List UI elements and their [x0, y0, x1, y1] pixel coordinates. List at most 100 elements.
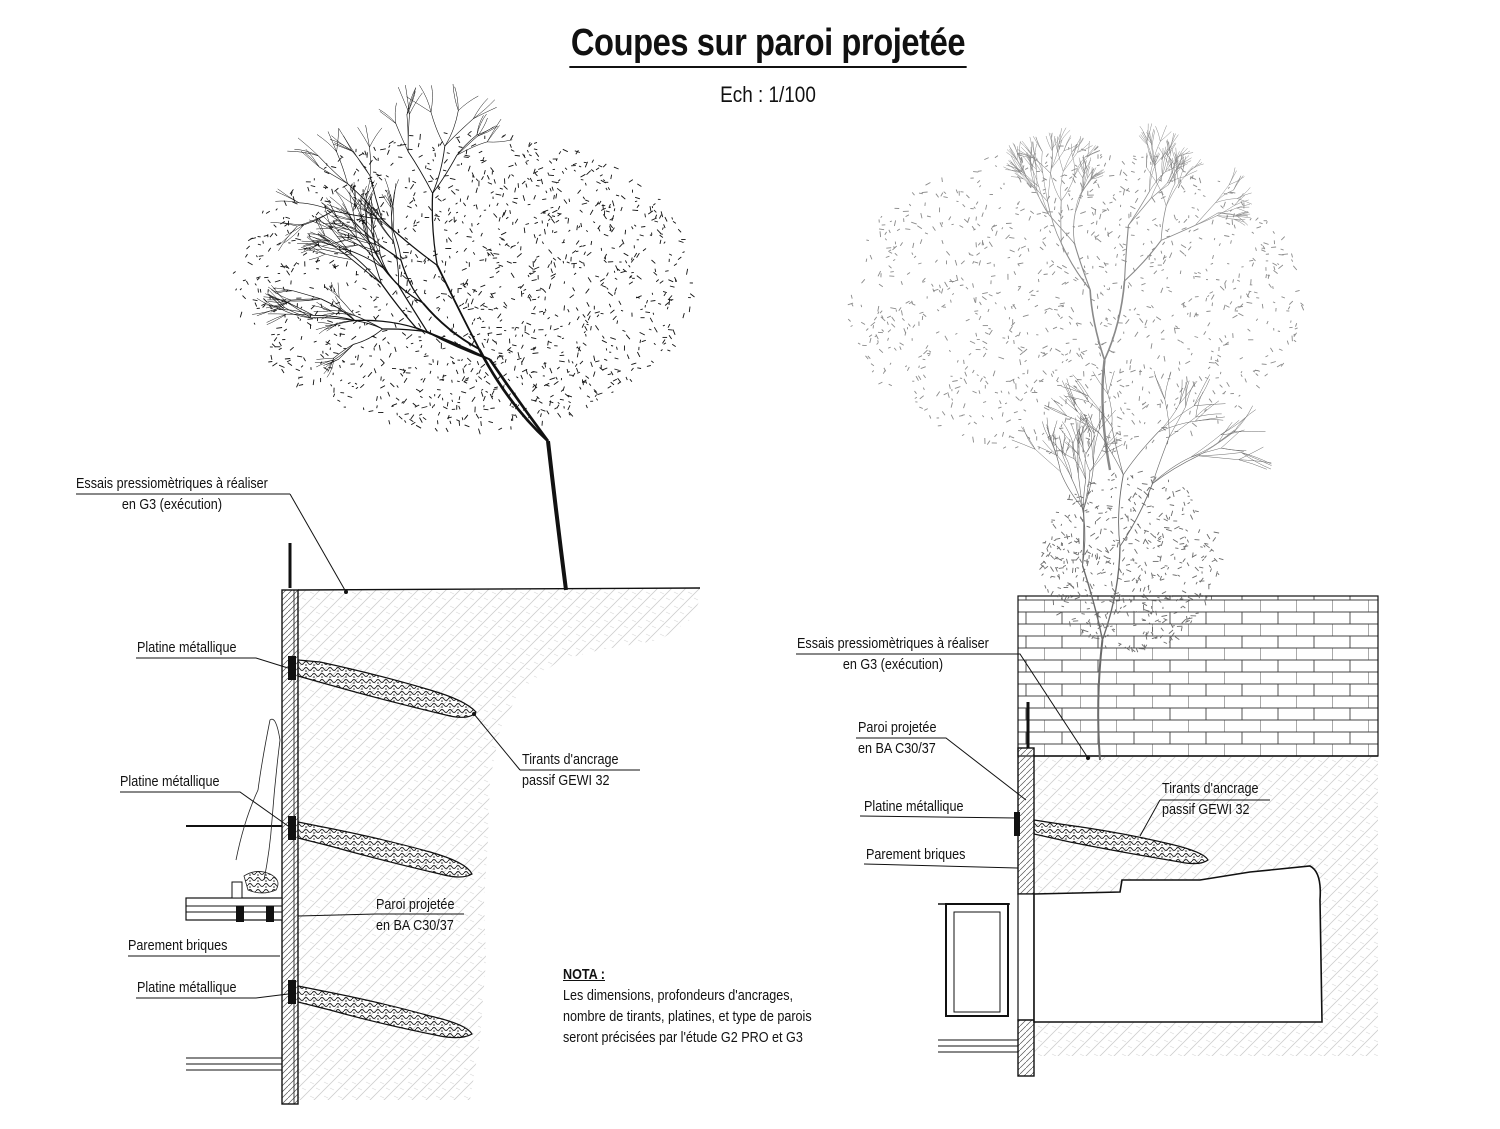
tree-leaf [1060, 531, 1066, 536]
tree-leaf [489, 276, 494, 279]
right-platine-label: Platine métallique [864, 798, 964, 815]
tree-leaf [663, 224, 666, 229]
tree-leaf [1090, 532, 1096, 537]
tree-leaf [1089, 583, 1093, 590]
tree-leaf [1118, 643, 1122, 647]
tree-branch [317, 244, 348, 251]
tree-leaf [963, 403, 966, 409]
tree-branch [1093, 169, 1105, 177]
tree-leaf [1175, 325, 1179, 328]
left-plate-1 [288, 656, 296, 680]
tree-leaf [1047, 401, 1050, 408]
tree-branch [291, 298, 321, 301]
tree-leaf [1300, 304, 1305, 311]
tree-leaf [468, 363, 471, 365]
tree-leaf [375, 249, 381, 254]
tree-leaf [982, 340, 988, 345]
tree-leaf [1280, 362, 1285, 367]
tree-leaf [450, 190, 456, 195]
tree-leaf [242, 295, 247, 300]
tree-leaf [1161, 190, 1164, 196]
tree-leaf [1161, 486, 1166, 490]
tree-leaf [1227, 186, 1230, 189]
tree-leaf [1064, 353, 1069, 356]
tree-leaf [546, 410, 550, 415]
left-parement-label: Parement briques [128, 937, 228, 954]
tree-branch [1103, 280, 1126, 361]
right-parement-label: Parement briques [866, 846, 966, 863]
tree-leaf [537, 409, 540, 414]
tree-leaf [1090, 602, 1094, 604]
tree-leaf [398, 230, 400, 233]
tree-leaf [301, 224, 304, 227]
tree-leaf [550, 275, 556, 280]
tree-leaf [948, 216, 952, 221]
tree-leaf [465, 149, 468, 155]
tree-branch [456, 141, 488, 156]
tree-leaf [368, 201, 371, 204]
tree-leaf [1094, 343, 1098, 346]
tree-leaf [1110, 487, 1114, 491]
tree-branch [387, 189, 392, 208]
tree-leaf [1161, 614, 1168, 617]
tree-leaf [333, 333, 338, 337]
tree-branch [316, 301, 331, 311]
tree-leaf [437, 185, 441, 189]
tree-leaf [1117, 577, 1122, 580]
tree-leaf [1251, 231, 1255, 234]
tree-branch [1139, 126, 1148, 142]
tree-leaf [532, 352, 539, 354]
tree-leaf [616, 346, 618, 350]
tree-leaf [968, 253, 974, 256]
tree-leaf [482, 395, 486, 402]
tree-leaf [1154, 637, 1158, 639]
tree-leaf [284, 318, 288, 324]
tree-leaf [526, 160, 529, 162]
tree-leaf [472, 288, 478, 293]
tree-leaf [1055, 296, 1060, 299]
tree-leaf [514, 187, 517, 193]
tree-leaf [402, 398, 408, 404]
tree-branch [344, 239, 375, 251]
tree-leaf [519, 284, 525, 289]
tree-leaf [920, 366, 926, 370]
tree-branch [1193, 374, 1211, 406]
tree-leaf [501, 212, 505, 218]
tree-leaf [624, 229, 627, 235]
tree-branch [454, 86, 459, 111]
tree-branch [1078, 415, 1081, 441]
tree-leaf [1134, 493, 1138, 495]
tree-leaf [1143, 421, 1146, 425]
tree-leaf [481, 388, 484, 391]
tree-leaf [239, 288, 242, 291]
tree-leaf [887, 337, 889, 341]
tree-leaf [382, 329, 388, 332]
tree-branch [1198, 431, 1235, 457]
tree-leaf [578, 346, 581, 352]
tree-leaf [1069, 621, 1071, 627]
tree-leaf [514, 162, 517, 166]
tree-leaf [475, 178, 479, 182]
tree-leaf [1132, 588, 1135, 592]
tree-leaf [463, 364, 467, 368]
tree-leaf [1144, 530, 1146, 534]
tree-leaf [1096, 220, 1098, 225]
tree-branch [1228, 167, 1236, 185]
tree-branch [1057, 152, 1064, 172]
tree-leaf [1095, 505, 1099, 510]
right-tirants-line-2: passif GEWI 32 [1162, 801, 1250, 818]
tree-leaf [611, 200, 615, 207]
tree-branch [316, 359, 334, 368]
tree-leaf [889, 220, 893, 223]
tree-leaf [511, 297, 516, 301]
tree-branch [1006, 151, 1017, 161]
tree-leaf [455, 202, 458, 205]
tree-leaf [482, 156, 485, 161]
tree-leaf [982, 292, 988, 295]
tree-leaf [1138, 577, 1142, 582]
tree-leaf [662, 290, 667, 294]
tree-branch [369, 147, 371, 177]
tree-leaf [983, 376, 986, 379]
tree-leaf [1049, 263, 1054, 268]
tree-leaf [888, 249, 892, 252]
